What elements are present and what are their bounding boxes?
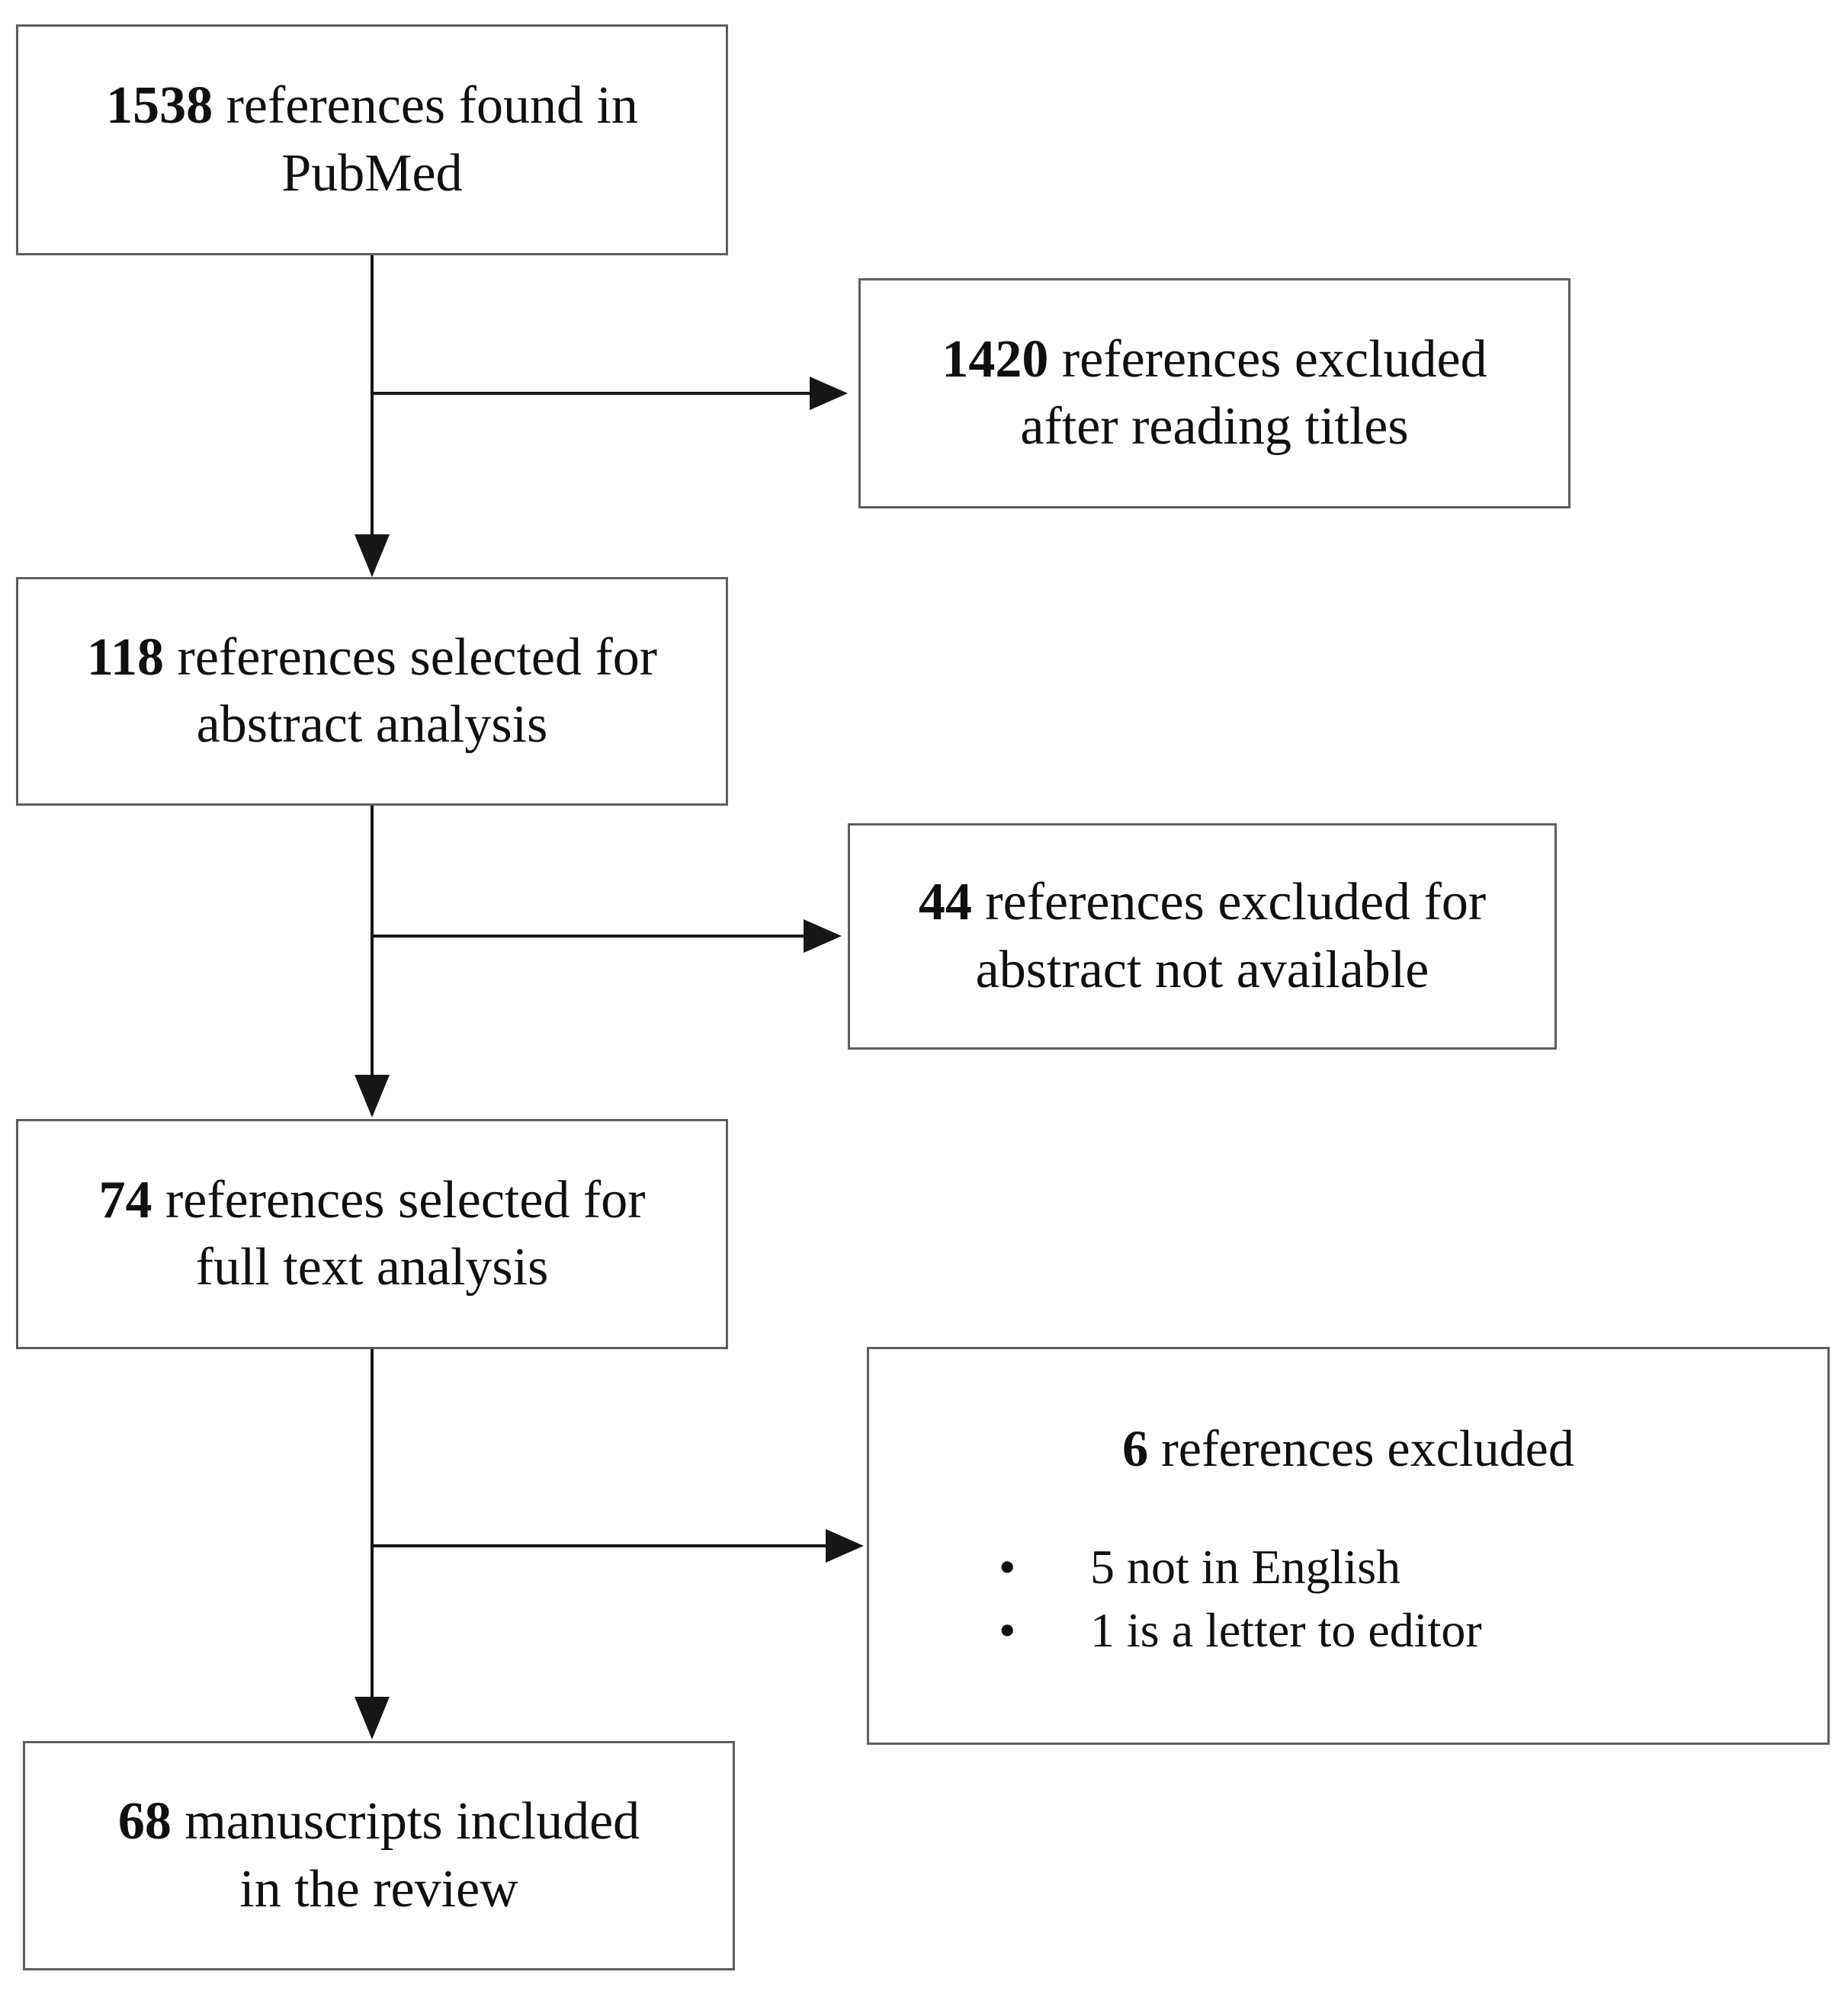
flow-box-excluded-titles: 1420 references excluded after reading t… (858, 278, 1570, 508)
connector-branch-2 (372, 935, 805, 938)
box-text: 68 manuscripts included in the review (118, 1788, 640, 1922)
arrowhead-down-1-icon (355, 534, 390, 577)
box-line: 1538 references found in (106, 72, 638, 139)
box-label: references selected for (152, 1170, 646, 1230)
count-excluded-no-abstract: 44 (918, 873, 972, 932)
box-line: 118 references selected for (87, 624, 657, 691)
bullet-text: 1 is a letter to editor (1090, 1602, 1482, 1657)
box-text: 118 references selected for abstract ana… (87, 624, 657, 758)
box-label: references excluded for (971, 873, 1487, 932)
box-label: manuscripts included (171, 1792, 640, 1852)
connector-down-1 (371, 255, 374, 536)
connector-down-2 (371, 806, 374, 1076)
connector-down-3 (371, 1349, 374, 1698)
box-line: 44 references excluded for (919, 869, 1486, 936)
bullet-item: • 1 is a letter to editor (999, 1598, 1827, 1662)
flow-box-excluded-no-abstract: 44 references excluded for abstract not … (848, 823, 1557, 1050)
box-text: 1538 references found in PubMed (106, 72, 638, 207)
connector-branch-3 (372, 1544, 826, 1547)
bullet-item: • 5 not in English (999, 1535, 1827, 1598)
bullet-list: • 5 not in English • 1 is a letter to edit… (869, 1535, 1827, 1662)
bullet-text: 5 not in English (1090, 1539, 1401, 1594)
box-label: references excluded (1148, 1419, 1574, 1477)
flow-box-abstract-selected: 118 references selected for abstract ana… (16, 577, 728, 806)
box-text: 44 references excluded for abstract not … (919, 869, 1486, 1003)
box-label: references selected for (164, 627, 658, 687)
flow-box-excluded-fulltext: 6 references excluded • 5 not in English … (867, 1347, 1830, 1745)
bullet-icon: • (999, 1539, 1016, 1594)
box-title: 6 references excluded (869, 1416, 1827, 1482)
box-line: after reading titles (1020, 397, 1409, 456)
arrowhead-right-2-icon (804, 919, 842, 953)
flow-box-included: 68 manuscripts included in the review (23, 1741, 735, 1970)
box-line: in the review (239, 1859, 518, 1919)
arrowhead-right-3-icon (826, 1529, 864, 1563)
box-label: references excluded (1048, 329, 1487, 389)
box-line: abstract not available (975, 940, 1429, 999)
box-line: 74 references selected for (98, 1167, 645, 1234)
box-line: 68 manuscripts included (118, 1788, 640, 1855)
arrowhead-right-1-icon (810, 377, 848, 410)
count-abstract-selected: 118 (86, 627, 165, 687)
box-line: full text analysis (195, 1238, 549, 1297)
box-line: abstract analysis (196, 695, 548, 754)
count-fulltext-selected: 74 (98, 1170, 152, 1230)
count-included: 68 (117, 1792, 172, 1852)
box-line: PubMed (281, 143, 463, 203)
flow-box-fulltext-selected: 74 references selected for full text ana… (16, 1119, 728, 1349)
count-excluded-titles: 1420 (942, 329, 1049, 389)
bullet-icon: • (999, 1602, 1016, 1657)
flow-box-references-found: 1538 references found in PubMed (16, 24, 728, 255)
count-found: 1538 (106, 76, 213, 136)
box-line: 1420 references excluded (942, 326, 1487, 393)
connector-branch-1 (372, 392, 811, 395)
box-text: 74 references selected for full text ana… (98, 1167, 645, 1301)
count-excluded-fulltext: 6 (1122, 1419, 1149, 1477)
box-text: 1420 references excluded after reading t… (942, 326, 1487, 460)
arrowhead-down-2-icon (355, 1075, 390, 1117)
arrowhead-down-3-icon (355, 1697, 390, 1739)
box-label: references found in (213, 76, 638, 136)
